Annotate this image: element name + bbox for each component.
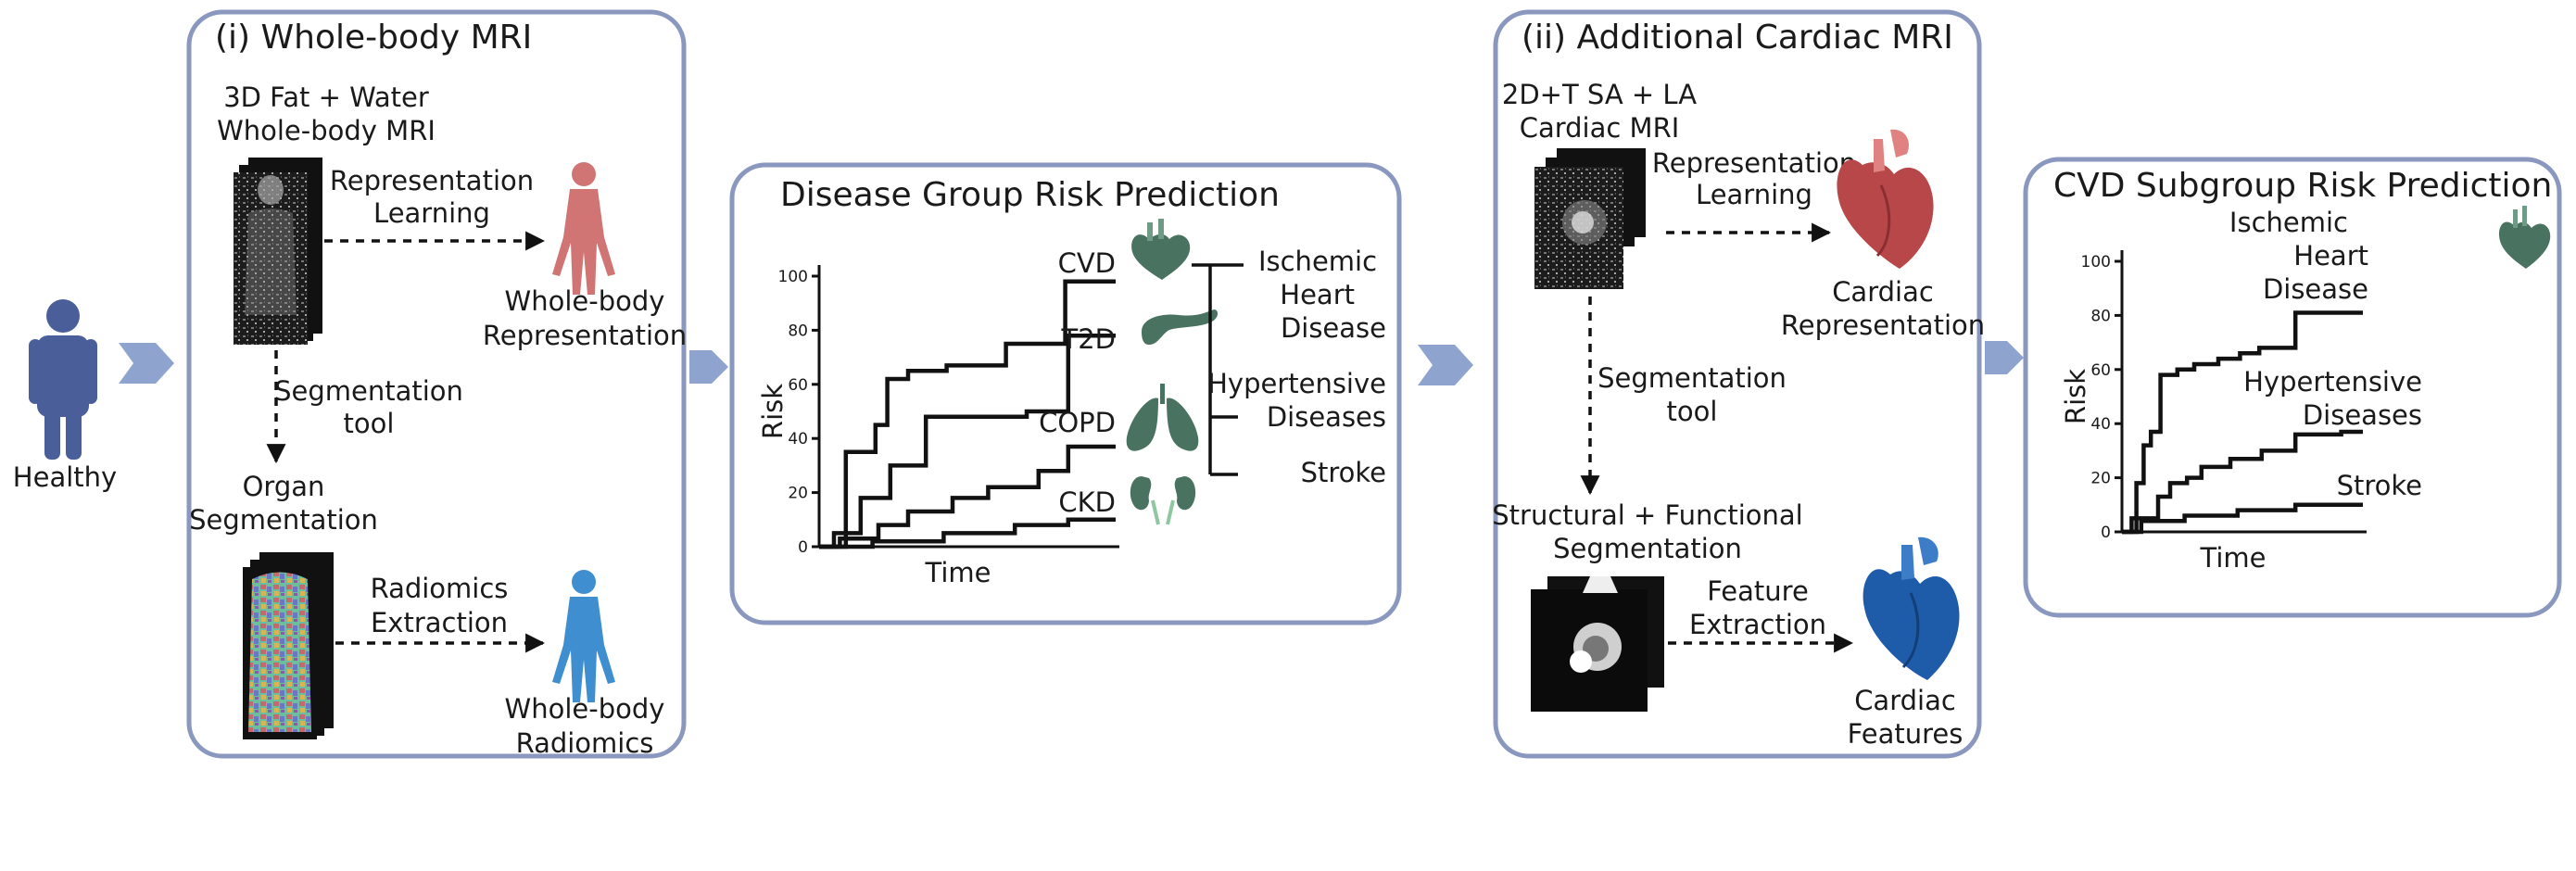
series-line-cvd — [819, 279, 1116, 549]
outcome-hyp-line1: Hypertensive — [1207, 368, 1386, 399]
healthy-person-icon — [29, 299, 97, 460]
panel2-title: Disease Group Risk Prediction — [780, 176, 1280, 214]
flow-arrow-4 — [1985, 341, 2024, 374]
whole-body-mri-image — [234, 158, 322, 345]
cardiac-features-line2: Features — [1848, 718, 1964, 750]
y-tick-label: 0 — [2101, 524, 2111, 542]
y-tick-label: 80 — [2090, 307, 2111, 325]
outcome-ihd-line2: Heart — [1280, 279, 1355, 310]
y-axis-label: Risk — [2060, 369, 2091, 424]
y-tick-label: 100 — [2081, 253, 2111, 271]
cardiac-mri-label-line1: 2D+T SA + LA — [1502, 79, 1697, 110]
radiomics-output-line1: Whole-body — [505, 693, 665, 725]
cardiac-rep-learning-line2: Learning — [1696, 179, 1812, 210]
series-line-ischemic-heart-disease — [2122, 310, 2363, 535]
cardiac-seg-output-line2: Segmentation — [1553, 533, 1742, 564]
wb-rep-learning-line1: Representation — [330, 165, 534, 196]
flow-arrow-3 — [1418, 345, 1473, 385]
cardiac-seg-output-line1: Structural + Functional — [1492, 499, 1802, 531]
cardiac-representation-heart-icon — [1837, 129, 1934, 269]
y-tick-label: 60 — [788, 376, 808, 395]
y-tick-label: 40 — [788, 430, 808, 448]
panel1-title: (i) Whole-body MRI — [215, 19, 532, 57]
subgroup-series-label: Diseases — [2303, 399, 2422, 431]
body-radiomics-icon — [552, 570, 615, 702]
series-line-copd — [819, 444, 1116, 549]
y-tick-label: 20 — [788, 485, 808, 503]
cvd-subgroup-chart: 020406080100TimeRiskIschemicHeartDisease… — [2060, 207, 2422, 574]
y-tick-label: 20 — [2090, 470, 2111, 488]
wb-mri-label-line2: Whole-body MRI — [217, 115, 436, 146]
radiomics-extraction-line2: Extraction — [371, 607, 508, 638]
series-label: CVD — [1058, 247, 1116, 279]
wb-rep-learning-line2: Learning — [373, 197, 490, 229]
x-axis-label: Time — [925, 557, 991, 588]
radiomics-extraction-line1: Radiomics — [371, 573, 509, 604]
outcome-hyp-line2: Diseases — [1267, 401, 1386, 433]
wb-seg-tool-line1: Segmentation — [274, 375, 463, 407]
subgroup-series-label: Hypertensive — [2243, 366, 2422, 398]
y-tick-label: 40 — [2090, 415, 2111, 434]
cvd-heart-icon — [1131, 219, 1191, 280]
cardiac-seg-tool-line1: Segmentation — [1597, 362, 1787, 394]
subgroup-series-label: Ischemic — [2229, 207, 2348, 238]
series-label: COPD — [1039, 407, 1116, 438]
series-line-stroke — [2122, 502, 2363, 535]
series-line-t2d — [819, 333, 1116, 549]
outcome-stroke: Stroke — [1301, 457, 1386, 488]
y-tick-label: 80 — [788, 322, 808, 340]
cardiac-mri-image — [1534, 148, 1646, 289]
subgroup-series-label: Stroke — [2337, 470, 2422, 501]
cardiac-features-line1: Cardiac — [1854, 685, 1956, 716]
cardiac-rep-output-line1: Cardiac — [1832, 276, 1934, 308]
outcome-bracket — [1205, 263, 1244, 476]
y-tick-label: 0 — [798, 538, 808, 557]
radiomics-output-line2: Radiomics — [516, 727, 654, 759]
subgroup-series-label: Disease — [2263, 273, 2368, 305]
y-tick-label: 60 — [2090, 361, 2111, 380]
series-line-ckd — [819, 517, 1116, 549]
organ-seg-line1: Organ — [243, 471, 325, 502]
series-line-hypertensive-diseases — [2122, 429, 2363, 535]
panel-disease-group-risk — [729, 162, 1402, 625]
cardiac-mri-label-line2: Cardiac MRI — [1520, 112, 1680, 144]
kidneys-icon — [1130, 476, 1196, 525]
outcome-ihd-line3: Disease — [1281, 312, 1386, 344]
cardiac-segmentation-image — [1531, 576, 1664, 712]
y-tick-label: 100 — [778, 268, 808, 286]
panel4-title: CVD Subgroup Risk Prediction — [2053, 167, 2552, 205]
panel3-title: (ii) Additional Cardiac MRI — [1522, 19, 1953, 57]
outcome-ihd-line1: Ischemic — [1258, 246, 1377, 277]
lungs-icon — [1126, 384, 1199, 451]
subgroup-series-label: Heart — [2293, 240, 2368, 271]
wb-rep-output-line2: Representation — [483, 320, 687, 351]
x-axis-label: Time — [2200, 542, 2267, 574]
feature-extraction-line1: Feature — [1707, 575, 1809, 607]
wb-rep-output-line1: Whole-body — [505, 285, 665, 317]
flow-arrow-1 — [119, 343, 174, 384]
series-label: T2D — [1061, 323, 1117, 355]
cardiac-rep-learning-line1: Representation — [1652, 147, 1856, 179]
healthy-label: Healthy — [13, 461, 117, 493]
flow-arrow-2 — [689, 350, 728, 384]
organ-seg-line2: Segmentation — [189, 504, 378, 536]
cardiac-rep-output-line2: Representation — [1781, 309, 1985, 341]
cardiac-seg-tool-line2: tool — [1667, 396, 1718, 427]
body-representation-icon — [552, 162, 615, 295]
feature-extraction-line2: Extraction — [1689, 609, 1826, 640]
pancreas-icon — [1142, 309, 1219, 345]
y-axis-label: Risk — [757, 384, 789, 439]
wb-seg-tool-line2: tool — [344, 408, 395, 439]
series-label: CKD — [1058, 486, 1116, 518]
organ-segmentation-image — [243, 552, 334, 739]
cvd-subgroup-heart-icon — [2498, 206, 2551, 269]
cardiac-features-heart-icon — [1863, 536, 1960, 680]
wb-mri-label-line1: 3D Fat + Water — [223, 82, 429, 113]
